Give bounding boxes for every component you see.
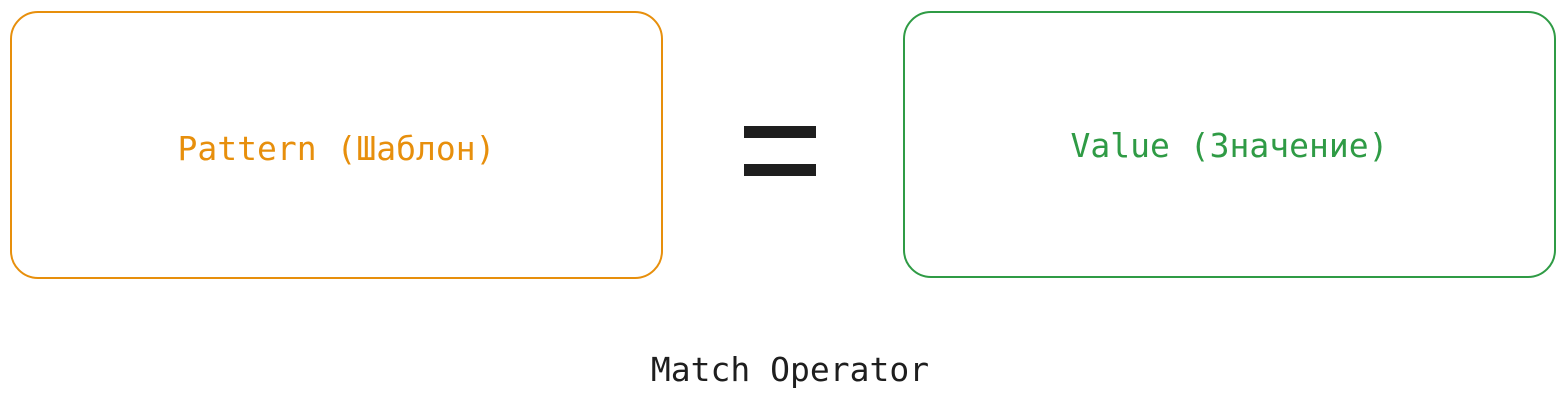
equals-bar-bottom — [744, 164, 816, 176]
equals-sign — [744, 126, 816, 176]
pattern-label: Pattern (Шаблон) — [177, 128, 496, 168]
value-label: Value (Значение) — [1070, 126, 1389, 165]
value-box: Value (Значение) — [903, 11, 1556, 278]
pattern-box: Pattern (Шаблон) — [10, 11, 663, 279]
diagram-caption: Match Operator — [650, 350, 930, 389]
equals-bar-top — [744, 126, 816, 138]
